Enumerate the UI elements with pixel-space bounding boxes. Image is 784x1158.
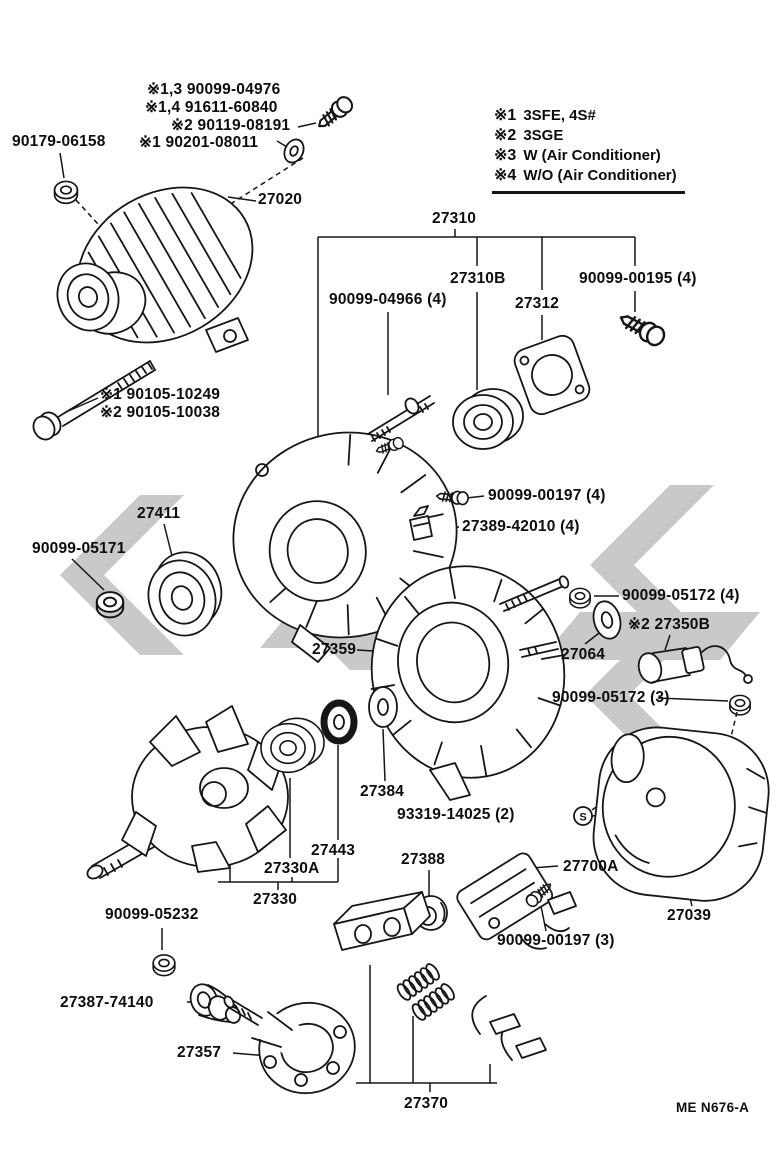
label-90105-10038: ※2 90105-10038 bbox=[100, 404, 221, 421]
label-27370: 27370 bbox=[404, 1095, 449, 1112]
alternator-assembly-art bbox=[56, 186, 254, 353]
label-27443: 27443 bbox=[311, 842, 356, 859]
legend-row-4: ※4 W/O (Air Conditioner) bbox=[494, 166, 677, 186]
label-27411: 27411 bbox=[137, 505, 181, 522]
label-93319-14025-2: 93319-14025 (2) bbox=[397, 806, 515, 823]
legend-marker: ※4 bbox=[494, 167, 517, 184]
label-27039: 27039 bbox=[667, 907, 712, 924]
through-bolt-art bbox=[615, 307, 669, 350]
legend-marker: ※2 bbox=[494, 127, 517, 144]
rear-cover-art bbox=[592, 726, 770, 902]
legend-text: W (Air Conditioner) bbox=[523, 147, 661, 164]
pulley-art bbox=[95, 551, 223, 637]
label-90099-00197-4: 90099-00197 (4) bbox=[488, 487, 606, 504]
variant-legend: ※1 3SFE, 4S# ※2 3SGE ※3 W (Air Conditioner) ※4… bbox=[492, 106, 685, 194]
label-27357: 27357 bbox=[177, 1044, 222, 1061]
legend-row-2: ※2 3SGE bbox=[494, 126, 677, 146]
label-90099-05172-3: 90099-05172 (3) bbox=[552, 689, 670, 706]
label-90099-00195-4: 90099-00195 (4) bbox=[579, 270, 697, 287]
label-90099-00197-3: 90099-00197 (3) bbox=[497, 932, 615, 949]
brush-springs-art bbox=[394, 961, 547, 1061]
legend-text: W/O (Air Conditioner) bbox=[523, 167, 677, 184]
label-27020: 27020 bbox=[258, 191, 303, 208]
label-27064: 27064 bbox=[561, 646, 606, 663]
rear-end-frame-art bbox=[370, 565, 570, 801]
rectifier-art bbox=[223, 995, 356, 1095]
bearing-retainer-plate-art bbox=[513, 334, 591, 416]
rear-bearing-group-art bbox=[260, 686, 398, 774]
rotor-art bbox=[86, 705, 289, 880]
terminal-block-art bbox=[333, 891, 431, 951]
drawing-code: ME N676-A bbox=[676, 1100, 750, 1115]
label-91611-60840: ※1,4 91611-60840 bbox=[145, 99, 278, 116]
label-90099-05171: 90099-05171 bbox=[32, 540, 126, 557]
legend-text: 3SGE bbox=[523, 127, 564, 144]
label-90099-04976: ※1,3 90099-04976 bbox=[147, 81, 281, 98]
legend-row-3: ※3 W (Air Conditioner) bbox=[494, 146, 677, 166]
label-27330A: 27330A bbox=[264, 860, 320, 877]
label-90099-05172-4: 90099-05172 (4) bbox=[622, 587, 740, 604]
label-27350B: ※2 27350B bbox=[628, 616, 711, 633]
legend-marker: ※1 bbox=[494, 107, 517, 124]
label-27389-42010-4: 27389-42010 (4) bbox=[462, 518, 580, 535]
label-27700A: 27700A bbox=[563, 858, 619, 875]
condenser-art bbox=[637, 645, 753, 684]
label-27312: 27312 bbox=[515, 295, 560, 312]
label-90201-08011: ※1 90201-08011 bbox=[139, 134, 259, 151]
label-27310B: 27310B bbox=[450, 270, 506, 287]
front-bearing-art bbox=[452, 388, 524, 450]
terminal-screw-art bbox=[409, 488, 470, 541]
right-fasteners-art bbox=[569, 587, 751, 716]
label-27388: 27388 bbox=[401, 851, 446, 868]
insulator-coupler-art bbox=[152, 954, 242, 1024]
circled-s-callout: S bbox=[573, 806, 593, 826]
legend-marker: ※3 bbox=[494, 147, 517, 164]
label-90105-10249: ※1 90105-10249 bbox=[100, 386, 221, 403]
legend-text: 3SFE, 4S# bbox=[523, 107, 596, 124]
label-90099-05232: 90099-05232 bbox=[105, 906, 199, 923]
label-90099-04966-4: 90099-04966 (4) bbox=[329, 291, 447, 308]
circled-s-text: S bbox=[579, 812, 586, 824]
label-90119-08191: ※2 90119-08191 bbox=[171, 117, 291, 134]
label-27330: 27330 bbox=[253, 891, 298, 908]
label-27310: 27310 bbox=[432, 210, 477, 227]
label-27359: 27359 bbox=[312, 641, 357, 658]
label-27387-74140: 27387-74140 bbox=[60, 994, 154, 1011]
label-27384: 27384 bbox=[360, 783, 405, 800]
label-90179-06158: 90179-06158 bbox=[12, 133, 106, 150]
pivot-bolt-art bbox=[32, 360, 156, 441]
legend-row-1: ※1 3SFE, 4S# bbox=[494, 106, 677, 126]
